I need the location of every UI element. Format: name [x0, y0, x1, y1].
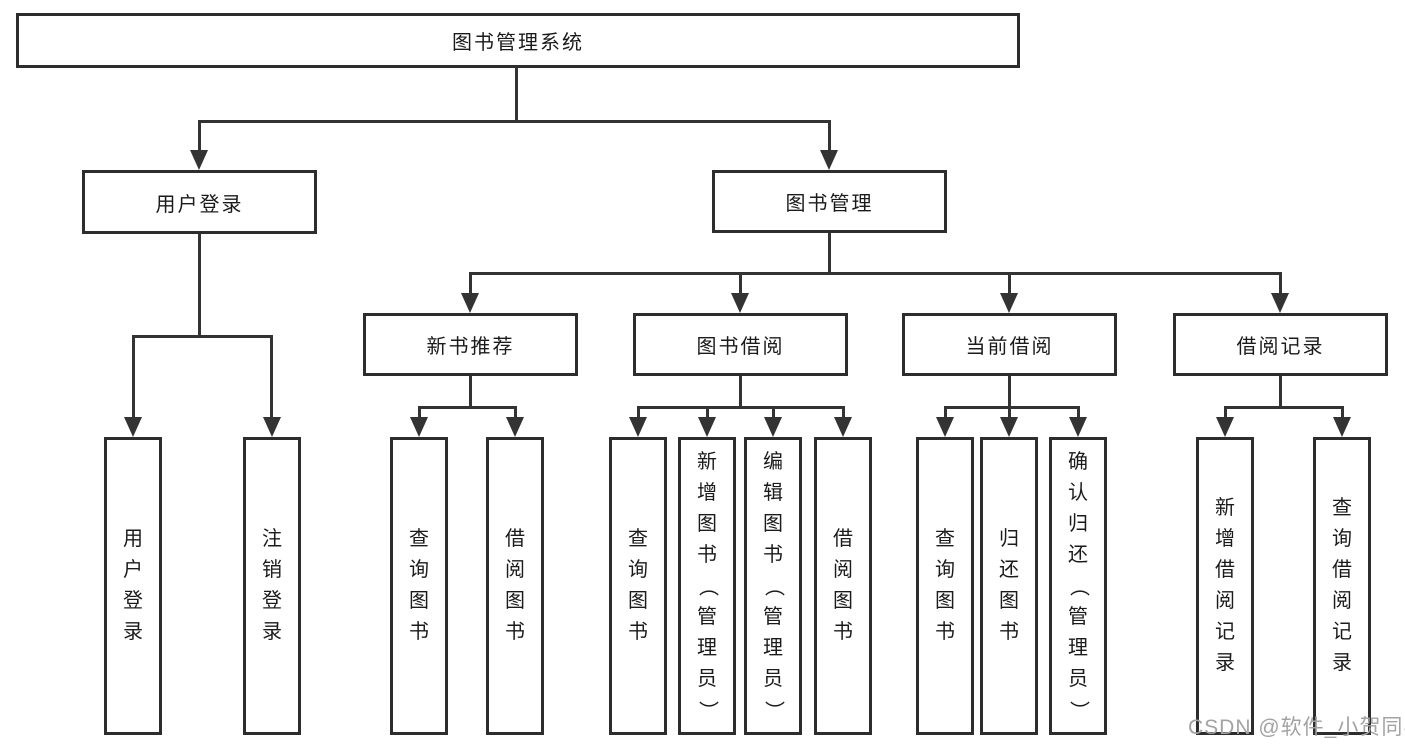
connector: [637, 406, 844, 409]
node-borrowing-records: 借阅记录: [1173, 313, 1388, 376]
leaf-return-books: 归还图书: [980, 437, 1038, 735]
connector: [132, 335, 273, 338]
connector: [739, 272, 742, 295]
arrowhead-icon: [936, 417, 954, 437]
connector: [1008, 406, 1011, 419]
connector: [1077, 406, 1080, 419]
connector: [469, 376, 472, 406]
node-book-management: 图书管理: [712, 170, 947, 233]
node-user-login: 用户登录: [82, 170, 317, 234]
node-root-system: 图书管理系统: [16, 13, 1020, 68]
connector: [1279, 272, 1282, 295]
connector: [418, 406, 517, 409]
csdn-watermark: CSDN @软件_小贺同学: [1188, 716, 1405, 739]
connector: [270, 335, 273, 419]
arrowhead-icon: [1000, 293, 1018, 313]
connector: [418, 406, 421, 419]
arrowhead-icon: [190, 150, 208, 170]
leaf-query-books-recommend: 查询图书: [390, 437, 448, 735]
arrowhead-icon: [1069, 417, 1087, 437]
arrowhead-icon: [1271, 293, 1289, 313]
connector: [469, 272, 1282, 275]
connector: [1341, 406, 1344, 419]
connector: [828, 120, 831, 152]
connector: [469, 272, 472, 295]
arrowhead-icon: [698, 417, 716, 437]
arrowhead-icon: [731, 293, 749, 313]
node-new-book-recommend: 新书推荐: [363, 313, 578, 376]
arrowhead-icon: [1216, 417, 1234, 437]
arrowhead-icon: [461, 293, 479, 313]
connector: [515, 67, 518, 120]
connector: [842, 406, 845, 419]
connector: [706, 406, 709, 419]
connector: [1008, 272, 1011, 295]
leaf-confirm-return-admin: 确认归还（管理员）: [1049, 437, 1107, 735]
arrowhead-icon: [1000, 417, 1018, 437]
connector: [828, 233, 831, 272]
connector: [132, 335, 135, 419]
arrowhead-icon: [506, 417, 524, 437]
arrowhead-icon: [764, 417, 782, 437]
connector: [198, 234, 201, 335]
leaf-query-books-current: 查询图书: [916, 437, 974, 735]
leaf-logout: 注销登录: [243, 437, 301, 735]
connector: [1008, 376, 1011, 406]
leaf-query-books: 查询图书: [609, 437, 667, 735]
arrowhead-icon: [820, 150, 838, 170]
connector: [1224, 406, 1344, 409]
leaf-borrow-books: 借阅图书: [814, 437, 872, 735]
arrowhead-icon: [629, 417, 647, 437]
connector: [944, 406, 1080, 409]
arrowhead-icon: [834, 417, 852, 437]
node-current-borrowing: 当前借阅: [902, 313, 1117, 376]
connector: [739, 376, 742, 406]
connector: [198, 120, 830, 123]
connector: [514, 406, 517, 419]
connector: [1224, 406, 1227, 419]
arrowhead-icon: [1333, 417, 1351, 437]
arrowhead-icon: [263, 417, 281, 437]
arrowhead-icon: [124, 417, 142, 437]
connector: [944, 406, 947, 419]
connector: [1279, 376, 1282, 406]
leaf-user-login: 用户登录: [104, 437, 162, 735]
connector: [637, 406, 640, 419]
leaf-edit-books-admin: 编辑图书（管理员）: [744, 437, 802, 735]
leaf-add-books-admin: 新增图书（管理员）: [678, 437, 736, 735]
arrowhead-icon: [410, 417, 428, 437]
connector: [198, 120, 201, 152]
node-book-borrowing: 图书借阅: [633, 313, 848, 376]
connector: [772, 406, 775, 419]
leaf-add-borrow-record: 新增借阅记录: [1196, 437, 1254, 735]
leaf-borrow-books-recommend: 借阅图书: [486, 437, 544, 735]
leaf-query-borrow-record: 查询借阅记录: [1313, 437, 1371, 735]
